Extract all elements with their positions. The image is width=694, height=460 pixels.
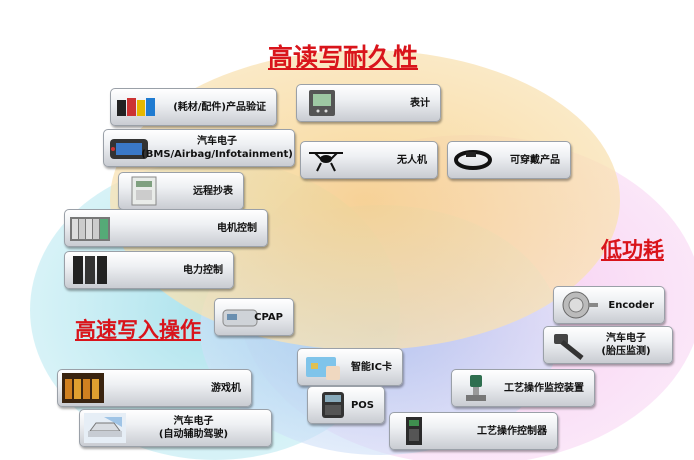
power-meter-icon <box>301 88 343 118</box>
title-speed: 高速写入操作 <box>75 317 201 342</box>
item-label-line: (BMS/Airbag/Infotainment) <box>141 149 293 160</box>
item-label: 汽车电子 (胎压监测) <box>590 327 662 363</box>
item-label-line: 电力控制 <box>183 264 223 276</box>
item-label: Encoder <box>608 287 654 323</box>
car-dashboard-icon <box>108 133 150 163</box>
slot-machines-icon <box>62 373 104 403</box>
item-label: 表计 <box>410 85 430 121</box>
item-consumables: (耗材/配件)产品验证 <box>110 88 277 126</box>
item-label-line: 汽车电子 <box>197 136 237 147</box>
adas-car-icon <box>84 413 126 443</box>
item-tpms: 汽车电子 (胎压监测) <box>543 326 673 364</box>
item-gaming: 游戏机 <box>57 369 252 407</box>
item-drone: 无人机 <box>300 141 438 179</box>
item-label-line: (胎压监测) <box>601 346 651 357</box>
item-label-line: 汽车电子 <box>173 416 214 427</box>
item-label: 游戏机 <box>211 370 241 406</box>
rotary-encoder-icon <box>558 290 600 320</box>
item-cpap: CPAP <box>214 298 294 336</box>
item-label: 远程抄表 <box>193 173 233 209</box>
title-durability: 高读写耐久性 <box>268 43 419 72</box>
item-label: CPAP <box>254 299 283 335</box>
item-label-line: 远程抄表 <box>193 185 233 197</box>
tire-valve-icon <box>548 330 590 360</box>
item-label: 工艺操作控制器 <box>477 413 547 449</box>
electricity-meter-icon <box>123 176 165 206</box>
item-meter: 表计 <box>296 84 441 122</box>
item-label: POS <box>351 387 374 423</box>
plc-rack-icon <box>69 213 111 243</box>
item-label: 汽车电子 (自动辅助驾驶) <box>126 410 261 446</box>
server-cabinet-icon <box>69 255 111 285</box>
item-remote-meter: 远程抄表 <box>118 172 244 210</box>
pressure-transmitter-icon <box>456 373 498 403</box>
item-label: 汽车电子 (BMS/Airbag/Infotainment) <box>141 130 293 166</box>
item-label: 智能IC卡 <box>351 349 392 385</box>
item-adas: 汽车电子 (自动辅助驾驶) <box>79 409 272 447</box>
item-label-line: 无人机 <box>397 154 427 166</box>
title-low-power: 低功耗 <box>601 237 664 262</box>
item-power-control: 电力控制 <box>64 251 234 289</box>
item-label-line: (自动辅助驾驶) <box>158 429 229 440</box>
item-wearable: 可穿戴产品 <box>447 141 571 179</box>
item-label-line: 游戏机 <box>211 382 241 394</box>
item-label-line: 工艺操作控制器 <box>477 425 547 437</box>
pos-terminal-icon <box>312 390 354 420</box>
controller-panel-icon <box>394 416 436 446</box>
item-label-line: 表计 <box>410 97 430 109</box>
item-ic-card: 智能IC卡 <box>297 348 403 386</box>
item-label: 电力控制 <box>183 252 223 288</box>
item-label-line: 可穿戴产品 <box>510 154 560 166</box>
cpap-device-icon <box>219 302 261 332</box>
printer-cartridge-icon <box>115 92 157 122</box>
item-label-line: 汽车电子 <box>606 333 646 344</box>
item-label: 工艺操作监控装置 <box>504 370 584 406</box>
item-label: (耗材/配件)产品验证 <box>173 89 266 125</box>
item-automotive-bms: 汽车电子 (BMS/Airbag/Infotainment) <box>103 129 295 167</box>
item-label-line: (耗材/配件)产品验证 <box>173 101 266 113</box>
item-process-controller: 工艺操作控制器 <box>389 412 558 450</box>
item-label: 无人机 <box>397 142 427 178</box>
item-pos: POS <box>307 386 385 424</box>
smart-card-icon <box>302 352 344 382</box>
item-label-line: CPAP <box>254 311 283 323</box>
item-label-line: 智能IC卡 <box>350 361 392 373</box>
item-label: 可穿戴产品 <box>510 142 560 178</box>
item-label-line: 电机控制 <box>217 222 257 234</box>
item-label-line: 工艺操作监控装置 <box>504 382 584 394</box>
item-label-line: POS <box>350 399 374 411</box>
item-motor-control: 电机控制 <box>64 209 268 247</box>
wristband-icon <box>452 145 494 175</box>
item-label-line: Encoder <box>608 299 654 311</box>
drone-icon <box>305 145 347 175</box>
item-encoder: Encoder <box>553 286 665 324</box>
item-label: 电机控制 <box>217 210 257 246</box>
item-process-monitor: 工艺操作监控装置 <box>451 369 595 407</box>
